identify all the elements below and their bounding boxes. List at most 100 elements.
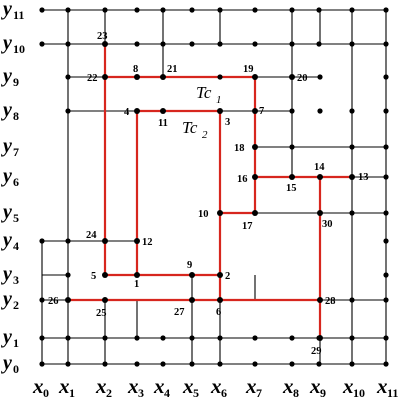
terminal-node-1: [134, 272, 140, 278]
terminal-node-24: [102, 238, 108, 244]
grid-node: [289, 108, 295, 114]
terminal-label-12: 12: [142, 237, 153, 248]
y-axis-label-3: y: [1, 263, 12, 285]
terminal-label-14: 14: [314, 162, 325, 173]
terminal-node-9: [189, 272, 195, 278]
terminal-label-16: 16: [237, 174, 248, 185]
grid-node: [383, 41, 389, 47]
terminal-node-18: [252, 144, 258, 150]
terminal-label-1: 1: [134, 279, 139, 290]
terminal-label-15: 15: [286, 183, 297, 194]
y-axis-label-11: y: [1, 0, 12, 20]
terminal-node-25: [102, 297, 108, 303]
x-axis-sub-9: 9: [320, 386, 326, 400]
grid-node: [217, 335, 223, 341]
y-axis-label-6: y: [1, 165, 12, 187]
terminal-node-28: [317, 297, 323, 303]
grid-node: [217, 41, 223, 47]
y-axis-label-4: y: [1, 229, 12, 251]
x-axis-sub-10: 10: [353, 386, 365, 400]
grid-node: [349, 41, 355, 47]
grid-node: [289, 41, 295, 47]
terminal-label-22: 22: [87, 73, 98, 84]
grid-node: [316, 7, 322, 13]
grid-node: [289, 144, 295, 150]
terminal-label-19: 19: [243, 64, 254, 75]
y-axis-label-7: y: [1, 135, 12, 157]
terminal-label-4: 4: [124, 107, 130, 118]
grid-node: [65, 7, 71, 13]
grid-node: [217, 74, 223, 80]
y-axis-label-9: y: [1, 65, 12, 87]
grid-node: [134, 41, 140, 47]
terminal-node-16: [252, 174, 258, 180]
terminal-node-11: [160, 108, 166, 114]
grid-node: [39, 297, 45, 303]
terminal-label-17: 17: [242, 221, 253, 232]
y-axis-sub-7: 7: [13, 145, 19, 159]
terminal-node-12: [134, 238, 140, 244]
terminal-label-29: 29: [311, 346, 322, 357]
x-axis-sub-2: 2: [106, 386, 112, 400]
grid-node: [102, 361, 108, 367]
y-axis-sub-3: 3: [13, 273, 19, 287]
x-axis-label-1: x: [58, 374, 70, 398]
grid-node: [160, 7, 166, 13]
grid-node: [349, 210, 355, 216]
grid-node: [39, 41, 45, 47]
grid-node: [349, 297, 355, 303]
x-axis-sub-4: 4: [164, 386, 170, 400]
x-axis-label-9: x: [309, 374, 321, 398]
terminal-label-20: 20: [297, 73, 308, 84]
terminal-node-8: [134, 74, 140, 80]
terminal-node-20: [289, 74, 295, 80]
x-axis-sub-1: 1: [69, 386, 75, 400]
grid-node: [252, 7, 258, 13]
grid-node: [160, 41, 166, 47]
x-axis-sub-3: 3: [138, 386, 144, 400]
grid-node: [383, 361, 389, 367]
terminal-label-28: 28: [325, 296, 336, 307]
grid-node: [160, 335, 166, 341]
grid-node: [65, 272, 71, 278]
x-axis-sub-0: 0: [43, 386, 49, 400]
terminal-node-22: [102, 74, 108, 80]
y-axis-sub-2: 2: [13, 298, 19, 312]
terminal-label-13: 13: [358, 172, 369, 183]
x-axis-label-7: x: [245, 374, 257, 398]
grid-node: [134, 7, 140, 13]
y-axis-label-1: y: [1, 326, 12, 348]
terminal-label-6: 6: [216, 307, 221, 318]
terminal-label-2: 2: [225, 271, 230, 282]
grid-node: [383, 174, 389, 180]
y-axis-label-5: y: [1, 201, 12, 223]
terminal-node-4: [134, 108, 140, 114]
terminal-label-10: 10: [198, 209, 209, 220]
grid-node: [383, 272, 389, 278]
terminal-node-30: [317, 210, 323, 216]
x-axis-sub-7: 7: [256, 386, 262, 400]
grid-node: [217, 7, 223, 13]
grid-node: [102, 335, 108, 341]
x-axis-label-2: x: [95, 374, 107, 398]
x-axis-sub-6: 6: [221, 386, 227, 400]
terminal-node-14: [317, 174, 323, 180]
grid-node: [316, 41, 322, 47]
x-axis-label-10: x: [342, 374, 354, 398]
grid-node: [383, 108, 389, 114]
grid-node: [289, 7, 295, 13]
y-axis-label-10: y: [1, 32, 12, 54]
grid-node: [39, 7, 45, 13]
y-axis-sub-1: 1: [13, 336, 19, 350]
grid-node: [349, 7, 355, 13]
grid-node: [189, 41, 195, 47]
grid-node: [383, 238, 389, 244]
grid-node: [383, 210, 389, 216]
grid-node: [252, 41, 258, 47]
grid-node: [189, 335, 195, 341]
x-axis-sub-11: 11: [387, 386, 398, 400]
grid-node: [349, 108, 355, 114]
terminal-node-2: [217, 272, 223, 278]
